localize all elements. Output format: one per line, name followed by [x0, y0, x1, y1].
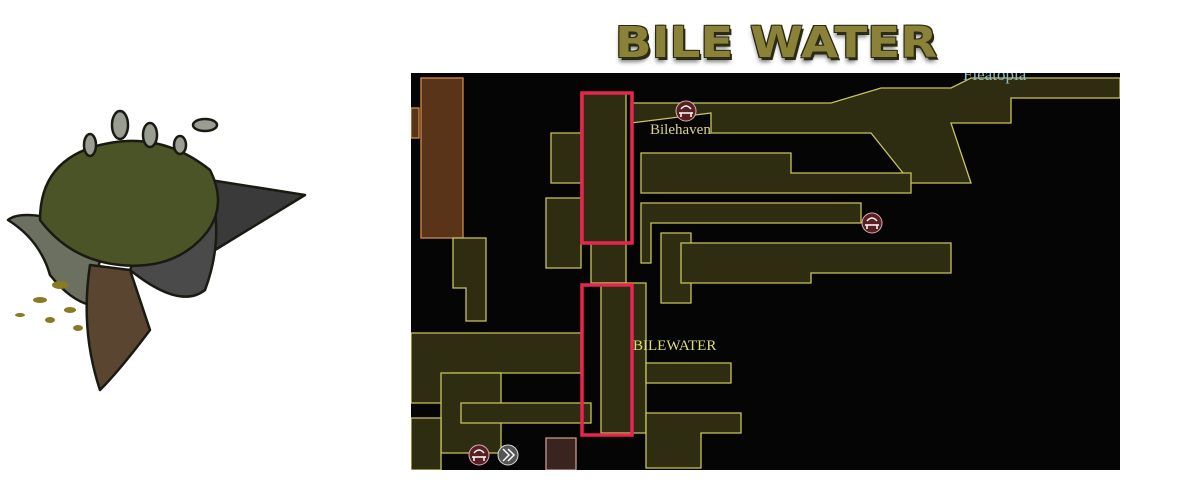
highlight-boxes: [580, 91, 634, 437]
bench-icon: [468, 444, 490, 466]
map-rooms: [411, 77, 1120, 470]
page-title: BILE WATER: [615, 18, 938, 68]
map-label-fleatopia: Fleatopia: [963, 73, 1027, 84]
bench-icon: [861, 212, 883, 234]
fast-travel-icon: [497, 444, 519, 466]
map-label-bilehaven: Bilehaven: [650, 122, 711, 138]
highlight-box-upper: [580, 91, 634, 245]
game-map[interactable]: Fleatopia Bilehaven BILEWATER: [411, 73, 1120, 470]
map-label-bilewater: BILEWATER: [633, 338, 717, 354]
orange-area: [420, 77, 464, 239]
highlight-box-lower: [580, 283, 634, 437]
bench-icon: [675, 100, 697, 122]
creature-illustration: [0, 100, 320, 404]
